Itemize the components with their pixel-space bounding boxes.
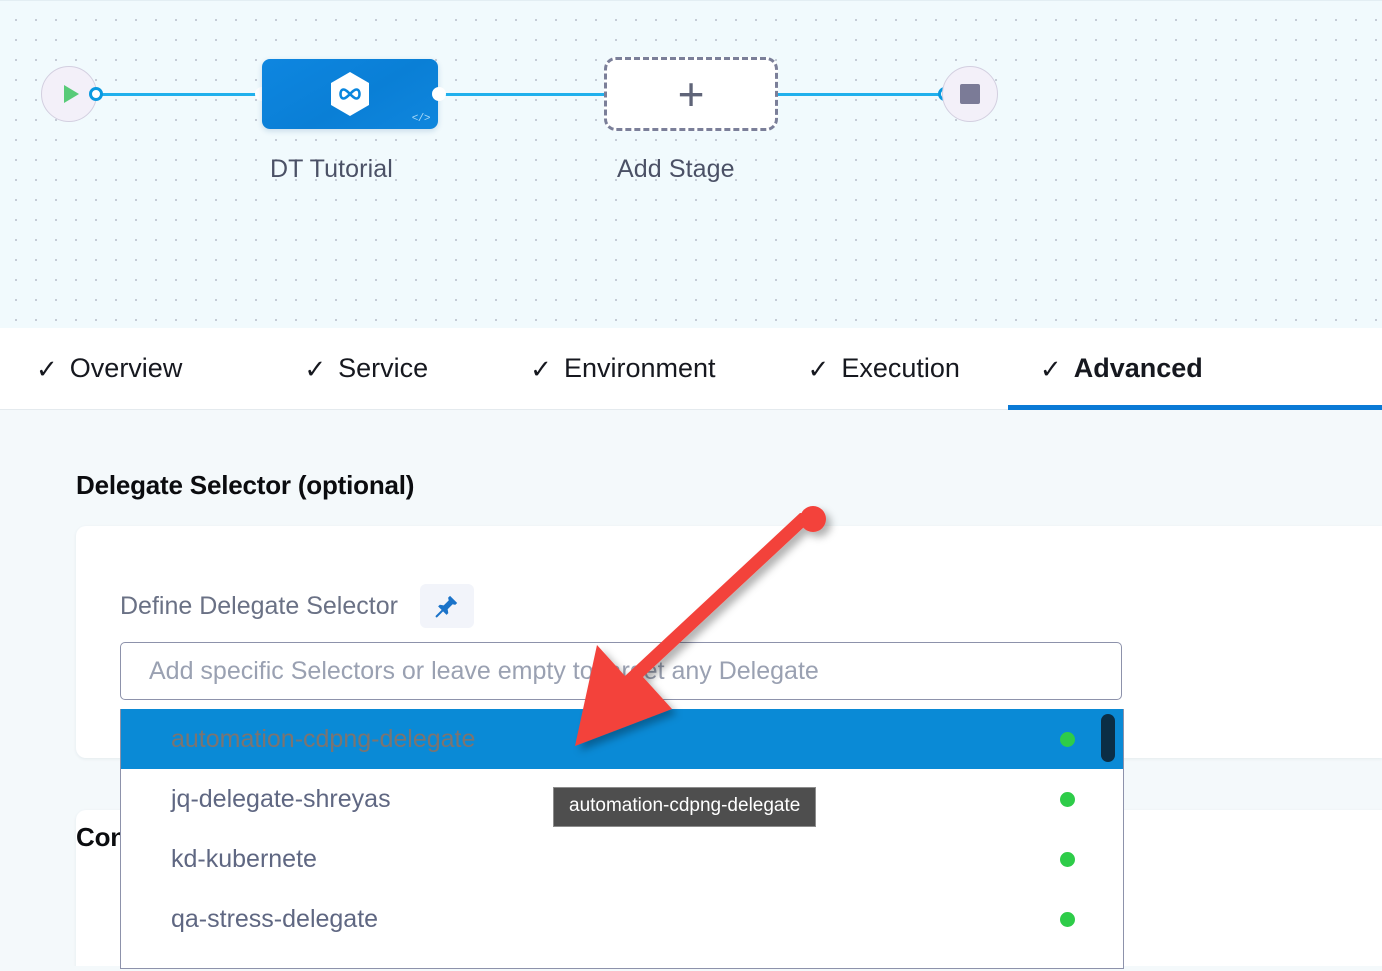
delegate-selector-section-title: Delegate Selector (optional) (76, 470, 415, 500)
check-icon: ✓ (530, 353, 552, 384)
tab-overview-label: Overview (69, 353, 183, 383)
dropdown-option-kd-kubernete[interactable]: kd-kubernete (121, 829, 1123, 889)
delegate-status-dot (1060, 851, 1075, 867)
delegate-option-tooltip: automation-cdpng-delegate (553, 787, 817, 827)
dropdown-scrollbar-thumb[interactable] (1101, 714, 1115, 762)
port-stage-output[interactable] (432, 87, 446, 101)
pin-icon-button[interactable] (419, 584, 474, 628)
dropdown-option-label: jq-delegate-shreyas (171, 784, 391, 813)
play-icon (63, 85, 79, 103)
define-delegate-selector-row: Define Delegate Selector (120, 584, 474, 628)
delegate-selector-input[interactable]: Add specific Selectors or leave empty to… (120, 642, 1122, 700)
delegate-selector-placeholder: Add specific Selectors or leave empty to… (149, 656, 819, 685)
define-delegate-selector-label: Define Delegate Selector (120, 591, 398, 620)
dropdown-option-label: kd-kubernete (171, 844, 317, 873)
dropdown-option-label: automation-cdpng-delegate (171, 724, 476, 753)
tab-execution-label: Execution (841, 353, 960, 383)
canvas-top-divider (0, 0, 1382, 1)
delegate-status-dot (1060, 911, 1075, 927)
harness-hexagon-infinity-icon (329, 71, 371, 117)
delegate-status-dot (1060, 731, 1075, 747)
tab-overview[interactable]: ✓ Overview (36, 328, 182, 409)
dropdown-option-label: qa-stress-delegate (171, 904, 379, 933)
tab-environment[interactable]: ✓ Environment (530, 328, 715, 409)
dropdown-option-jq-delegate-shreyas[interactable]: jq-delegate-shreyas (121, 769, 1123, 829)
add-stage-label: Add Stage (617, 155, 735, 183)
pipeline-end-node[interactable] (942, 66, 998, 122)
delegate-selector-dropdown[interactable]: automation-cdpng-delegate jq-delegate-sh… (120, 709, 1124, 969)
pin-icon (435, 595, 458, 618)
plus-icon: + (677, 68, 705, 120)
add-stage-button[interactable]: + (604, 57, 778, 131)
dropdown-option-automation-cdpng-delegate[interactable]: automation-cdpng-delegate (121, 709, 1123, 769)
dropdown-option-qa-stress-delegate[interactable]: qa-stress-delegate (121, 889, 1123, 949)
tab-service-label: Service (338, 353, 429, 383)
tab-advanced[interactable]: ✓ Advanced (1007, 328, 1382, 410)
code-icon: </> (411, 113, 431, 125)
check-icon: ✓ (1039, 353, 1062, 384)
port-start-output[interactable] (89, 87, 103, 101)
check-icon: ✓ (807, 353, 830, 384)
tab-service[interactable]: ✓ Service (304, 328, 428, 409)
tab-execution[interactable]: ✓ Execution (808, 328, 960, 409)
stage-node-dt-tutorial[interactable]: </> (262, 59, 438, 129)
stage-tab-bar: ✓ Overview ✓ Service ✓ Environment ✓ Exe… (0, 328, 1382, 410)
pipeline-canvas[interactable]: </> DT Tutorial + Add Stage (0, 0, 1382, 328)
stop-icon (960, 84, 980, 104)
pipeline-start-node[interactable] (41, 66, 97, 122)
stage-node-label: DT Tutorial (270, 155, 393, 183)
check-icon: ✓ (304, 353, 327, 384)
tab-environment-label: Environment (563, 353, 716, 383)
delegate-status-dot (1060, 791, 1075, 807)
tab-advanced-label: Advanced (1073, 353, 1203, 383)
check-icon: ✓ (36, 353, 58, 384)
connector-start-to-stage (95, 93, 267, 96)
